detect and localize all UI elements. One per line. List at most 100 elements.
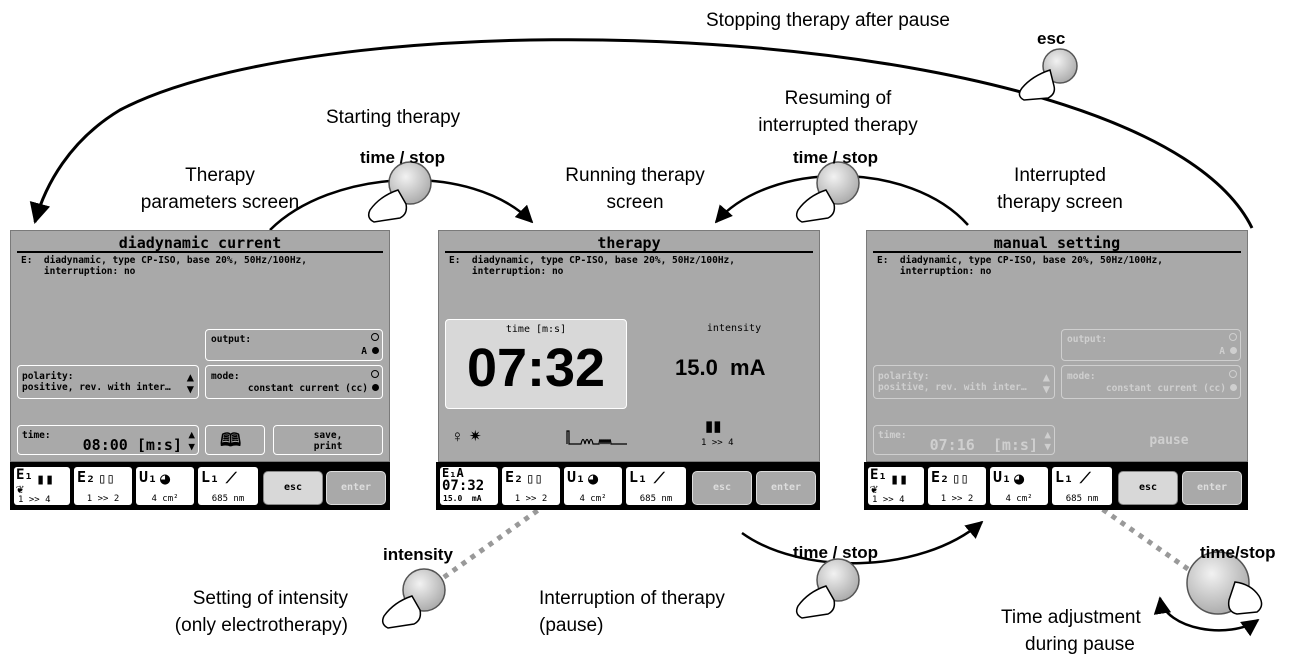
book-icon: 🕮 — [220, 430, 242, 451]
interrupted-screen-label-1: Interrupted — [1014, 165, 1106, 186]
slot-letter: U₁ — [139, 468, 158, 486]
electrodes-icon: ▯▯ — [526, 471, 543, 487]
laser-probe-icon: ⟋ — [226, 469, 237, 487]
program-description: E: diadynamic, type CP-ISO, base 20%, 50… — [449, 255, 735, 277]
slot-letter: E₂ — [505, 468, 524, 486]
therapy-parameters-screen: diadynamic current E: diadynamic, type C… — [10, 230, 390, 462]
interrupted-therapy-screen: manual setting E: diadynamic, type CP-IS… — [866, 230, 1248, 462]
radio-icon — [371, 333, 379, 341]
output-field[interactable]: output: A — [1061, 329, 1241, 361]
laser-probe-icon: ⟋ — [654, 469, 665, 487]
enter-button[interactable]: enter — [1182, 471, 1242, 505]
polarity-label: polarity: — [22, 371, 74, 382]
waveform-icon — [566, 430, 627, 445]
time-stop-resume-label: time / stop — [793, 148, 879, 167]
intensity-key-icon — [381, 568, 446, 629]
esc-key-icon — [1018, 48, 1078, 101]
channel-current: 15.0 mA — [443, 494, 482, 503]
time-stop-pause-label: time / stop — [793, 543, 879, 562]
time-stop-adjust-label: time/stop — [1200, 543, 1276, 562]
time-field[interactable]: time: 08:00 [m:s] ▲▼ — [17, 425, 199, 455]
title-divider — [873, 251, 1241, 253]
save-label: save, — [313, 430, 343, 441]
laser-slot-l1[interactable]: L₁ ⟋ 685 nm — [1052, 467, 1112, 505]
ultrasound-slot-u1[interactable]: U₁ ◕ 4 cm² — [564, 467, 622, 505]
interruption-label-2: (pause) — [539, 615, 604, 636]
resuming-label-1: Resuming of — [784, 88, 892, 109]
time-display: time [m:s] 07:32 — [445, 319, 627, 409]
bottom-toolbar-2: E₁A 07:32 15.0 mA E₂ ▯▯ 1 >> 2 U₁ ◕ 4 cm… — [436, 462, 820, 510]
electrode-slot-e2[interactable]: E₂ ▯▯ 1 >> 2 — [74, 467, 132, 505]
slot-area: 4 cm² — [151, 494, 179, 504]
time-value: 07:16 [m:s] — [929, 436, 1038, 454]
screen-title: diadynamic current — [118, 234, 282, 252]
time-stop-adjust-key-icon — [1153, 551, 1263, 637]
slot-range: 1 >> 4 — [872, 495, 905, 505]
polarity-field[interactable]: polarity: positive, rev. with inter… ▲▼ — [17, 365, 199, 399]
electrode-slot-e1[interactable]: E₁ ▮▮ ❦ 1 >> 4 — [868, 467, 924, 505]
slot-area: 4 cm² — [579, 494, 607, 504]
laser-slot-l1[interactable]: L₁ ⟋ 685 nm — [626, 467, 686, 505]
slot-letter: E₂ — [77, 468, 96, 486]
esc-button[interactable]: esc — [263, 471, 323, 505]
mode-field[interactable]: mode: constant current (cc) — [205, 365, 383, 399]
laser-slot-l1[interactable]: L₁ ⟋ 685 nm — [198, 467, 258, 505]
screen-title: therapy — [597, 234, 661, 252]
radio-icon — [1229, 370, 1237, 378]
electrodes-icon: ▯▯ — [98, 471, 115, 487]
radio-icon — [371, 370, 379, 378]
mode-field[interactable]: mode: constant current (cc) — [1061, 365, 1241, 399]
ultrasound-head-icon: ◕ — [1014, 469, 1025, 489]
radio-icon — [1229, 333, 1237, 341]
esc-button[interactable]: esc — [692, 471, 752, 505]
slot-wavelength: 685 nm — [211, 494, 245, 504]
output-field[interactable]: output: A — [205, 329, 383, 361]
running-therapy-screen: therapy E: diadynamic, type CP-ISO, base… — [438, 230, 820, 462]
electrode-slot-e2[interactable]: E₂ ▯▯ 1 >> 2 — [502, 467, 560, 505]
channel-time: 07:32 — [442, 478, 485, 494]
electrode-slot-e2[interactable]: E₂ ▯▯ 1 >> 2 — [928, 467, 986, 505]
ultrasound-slot-u1[interactable]: U₁ ◕ 4 cm² — [136, 467, 194, 505]
slot-letter: L₁ — [629, 468, 648, 486]
time-adjust-label-2: during pause — [1025, 634, 1135, 655]
polarity-label: polarity: — [878, 371, 930, 382]
slot-letter: E₁A — [442, 466, 464, 480]
rotate-arrow-icon — [1153, 596, 1260, 637]
time-adjust-label-1: Time adjustment — [1001, 607, 1141, 628]
slot-letter: U₁ — [567, 468, 586, 486]
time-stop-pause-key-icon — [795, 558, 860, 619]
esc-button[interactable]: esc — [1118, 471, 1178, 505]
active-channel-e1a[interactable]: E₁A 07:32 15.0 mA — [440, 466, 498, 505]
slot-area: 4 cm² — [1005, 494, 1033, 504]
electrode-slot-e1[interactable]: E₁ ▮▮ ❦ 1 >> 4 — [14, 467, 70, 505]
slot-range: 1 >> 2 — [514, 494, 548, 504]
time-stop-start-key-icon — [367, 161, 432, 223]
enter-button[interactable]: enter — [756, 471, 816, 505]
ultrasound-head-icon: ◕ — [588, 469, 599, 489]
up-down-arrow-icon: ▲▼ — [1042, 370, 1050, 396]
slot-letter: U₁ — [993, 468, 1012, 486]
time-display-label: time [m:s] — [505, 324, 567, 335]
book-button[interactable]: 🕮 — [205, 425, 265, 455]
output-value: A — [361, 346, 367, 357]
time-label: time: — [878, 430, 907, 441]
polarity-field[interactable]: polarity: positive, rev. with inter… ▲▼ — [873, 365, 1055, 399]
slot-letter: L₁ — [201, 468, 220, 486]
ultrasound-head-icon: ◕ — [160, 469, 171, 489]
slot-range: 1 >> 2 — [940, 494, 974, 504]
radio-selected-icon — [372, 384, 379, 391]
resuming-label-2: interrupted therapy — [758, 115, 918, 136]
radio-selected-icon — [1230, 384, 1237, 391]
save-print-button[interactable]: save, print — [273, 425, 383, 455]
output-value: A — [1219, 346, 1225, 357]
polarity-value: positive, rev. with inter… — [878, 382, 1027, 393]
intensity-key-label: intensity — [383, 545, 453, 564]
mode-value: constant current (cc) — [1105, 383, 1226, 394]
laser-probe-icon: ⟋ — [1080, 469, 1091, 487]
up-down-arrow-icon: ▲▼ — [188, 428, 195, 453]
setting-intensity-label-1: Setting of intensity — [192, 588, 348, 609]
time-field[interactable]: time: 07:16 [m:s] ▲▼ — [873, 425, 1055, 455]
ultrasound-slot-u1[interactable]: U₁ ◕ 4 cm² — [990, 467, 1048, 505]
enter-button[interactable]: enter — [326, 471, 386, 505]
